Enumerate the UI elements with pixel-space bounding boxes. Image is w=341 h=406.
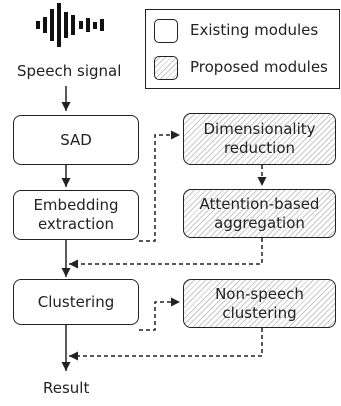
legend-existing-swatch	[154, 19, 178, 43]
legend: Existing modules Proposed modules	[145, 9, 340, 89]
dashed-attention-to-main	[69, 238, 263, 269]
legend-existing-label: Existing modules	[190, 21, 319, 39]
embedding-label-line1: Embedding	[33, 196, 119, 215]
dimensionality-reduction-module: Dimensionality reduction	[183, 113, 336, 165]
dashed-nonspeech-to-main	[69, 328, 263, 361]
clustering-module: Clustering	[13, 279, 139, 325]
dimred-label-line2: reduction	[223, 139, 296, 157]
output-label: Result	[43, 379, 90, 397]
waveform-icon	[36, 3, 104, 47]
clustering-label: Clustering	[37, 292, 115, 311]
embedding-extraction-module: Embedding extraction	[13, 190, 139, 240]
embedding-label-line2: extraction	[37, 215, 115, 233]
dashed-embedding-to-dimred	[139, 130, 180, 242]
nonspeech-label-line2: clustering	[222, 303, 297, 322]
legend-proposed-swatch	[154, 56, 178, 80]
sad-module: SAD	[13, 115, 139, 165]
dashed-clustering-to-nonspeech	[139, 297, 180, 331]
dimred-label-line1: Dimensionality	[203, 120, 316, 139]
attention-label-line1: Attention-based	[199, 194, 320, 213]
non-speech-clustering-module: Non-speech clustering	[183, 279, 336, 328]
legend-proposed-label: Proposed modules	[190, 58, 328, 76]
attention-label-line2: aggregation	[214, 213, 305, 232]
nonspeech-label-line1: Non-speech	[215, 284, 304, 303]
sad-label: SAD	[60, 130, 92, 149]
attention-aggregation-module: Attention-based aggregation	[183, 189, 336, 238]
input-label: Speech signal	[17, 62, 122, 80]
